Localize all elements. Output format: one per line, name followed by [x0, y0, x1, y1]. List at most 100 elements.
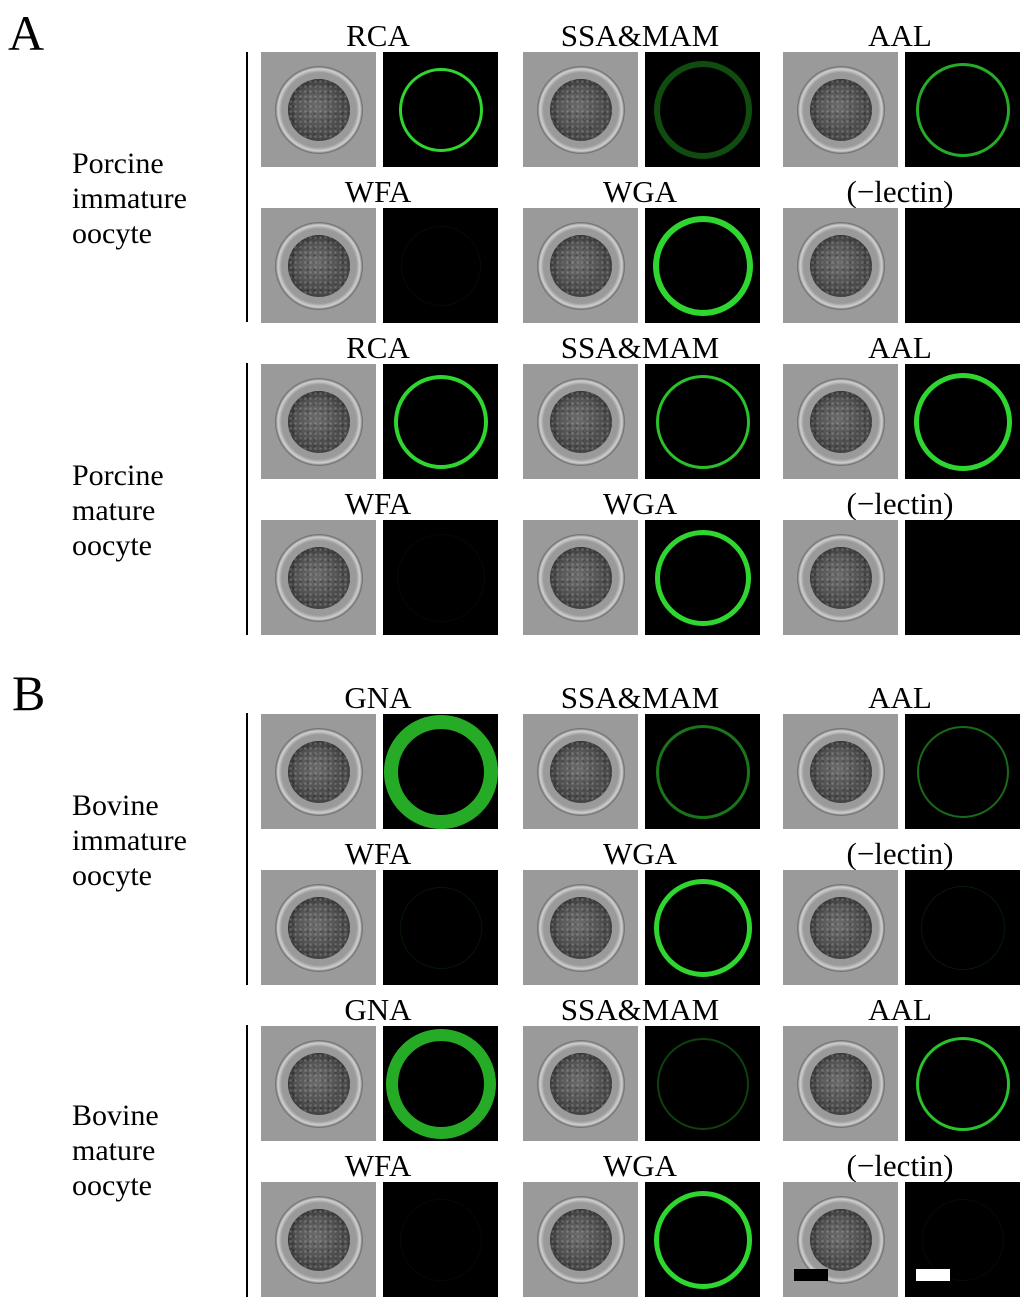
cytoplasm-texture	[549, 740, 612, 803]
cytoplasm-texture	[809, 234, 872, 297]
brightfield-image	[261, 520, 376, 635]
lectin-label: (−lectin)	[846, 486, 954, 521]
oocyte-cytoplasm	[809, 78, 872, 141]
zona-fluorescence-ring	[915, 1036, 1010, 1131]
lectin-label: SSA&MAM	[560, 992, 720, 1027]
zona-fluorescence-ring	[916, 725, 1009, 818]
oocyte-cytoplasm	[287, 234, 350, 297]
lectin-label: (−lectin)	[846, 1148, 954, 1183]
oocyte-cytoplasm	[287, 1208, 350, 1271]
lectin-label: RCA	[346, 18, 410, 53]
lectin-label: SSA&MAM	[560, 18, 720, 53]
cytoplasm-texture	[809, 546, 872, 609]
group-divider-line	[246, 363, 248, 635]
brightfield-image	[261, 1026, 376, 1141]
cytoplasm-texture	[809, 390, 872, 453]
lectin-label: (−lectin)	[846, 174, 954, 209]
zona-fluorescence-ring	[653, 878, 752, 977]
panel-letter: B	[12, 665, 46, 721]
cytoplasm-texture	[809, 1052, 872, 1115]
group-label-line: Porcine	[72, 147, 164, 180]
lectin-label: AAL	[868, 992, 932, 1027]
zona-fluorescence-ring	[652, 215, 753, 316]
cytoplasm-texture	[287, 740, 350, 803]
zona-fluorescence-ring	[655, 724, 750, 819]
fluorescence-image	[645, 520, 760, 635]
brightfield-image	[783, 1026, 898, 1141]
scale-bar	[794, 1269, 828, 1281]
zona-fluorescence-ring	[399, 1198, 482, 1281]
zona-fluorescence-ring	[655, 374, 750, 469]
lectin-label: WFA	[344, 836, 412, 871]
lectin-label: GNA	[344, 992, 412, 1027]
group-label-line: immature	[72, 182, 187, 215]
brightfield-image	[783, 520, 898, 635]
group-divider-line	[246, 713, 248, 985]
fluorescence-image	[905, 714, 1020, 829]
fluorescence-image	[383, 52, 498, 167]
group-divider-line	[246, 1025, 248, 1297]
fluorescence-image	[905, 208, 1020, 323]
zona-fluorescence-ring	[920, 885, 1005, 970]
oocyte-cytoplasm	[809, 740, 872, 803]
brightfield-image	[783, 714, 898, 829]
fluorescence-image	[905, 364, 1020, 479]
cytoplasm-texture	[287, 1052, 350, 1115]
fluorescence-image	[905, 1026, 1020, 1141]
brightfield-image	[523, 1026, 638, 1141]
zona-fluorescence-ring	[396, 533, 485, 622]
cytoplasm-texture	[549, 1208, 612, 1271]
brightfield-image	[523, 1182, 638, 1297]
lectin-label: WGA	[602, 1148, 678, 1183]
group-label-line: oocyte	[72, 859, 152, 892]
fluorescence-image	[905, 520, 1020, 635]
oocyte-cytoplasm	[549, 896, 612, 959]
group-label-line: mature	[72, 494, 156, 527]
fluorescence-image	[383, 208, 498, 323]
oocyte-cytoplasm	[287, 896, 350, 959]
oocyte-cytoplasm	[809, 390, 872, 453]
fluorescence-image	[905, 1182, 1020, 1297]
oocyte-cytoplasm	[287, 1052, 350, 1115]
fluorescence-image	[383, 364, 498, 479]
lectin-label: WGA	[602, 174, 678, 209]
brightfield-image	[523, 520, 638, 635]
fluorescence-image	[645, 1026, 760, 1141]
oocyte-cytoplasm	[549, 1052, 612, 1115]
fluorescence-image	[645, 208, 760, 323]
oocyte-cytoplasm	[549, 740, 612, 803]
fluorescence-image	[645, 52, 760, 167]
zona-fluorescence-ring	[393, 374, 488, 469]
brightfield-image	[783, 870, 898, 985]
zona-fluorescence-ring	[921, 1198, 1004, 1281]
group-label-line: Bovine	[72, 1099, 159, 1132]
lectin-label: WFA	[344, 1148, 412, 1183]
brightfield-image	[523, 870, 638, 985]
group-label-line: oocyte	[72, 1169, 152, 1202]
oocyte-cytoplasm	[549, 390, 612, 453]
lectin-label: WFA	[344, 174, 412, 209]
oocyte-cytoplasm	[809, 546, 872, 609]
zona-fluorescence-ring	[399, 886, 482, 969]
brightfield-image	[261, 714, 376, 829]
fluorescence-image	[905, 52, 1020, 167]
cytoplasm-texture	[549, 234, 612, 297]
oocyte-cytoplasm	[549, 1208, 612, 1271]
brightfield-image	[523, 52, 638, 167]
cytoplasm-texture	[809, 78, 872, 141]
brightfield-image	[783, 364, 898, 479]
cytoplasm-texture	[809, 740, 872, 803]
oocyte-cytoplasm	[287, 740, 350, 803]
oocyte-cytoplasm	[549, 234, 612, 297]
fluorescence-image	[645, 870, 760, 985]
fluorescence-image	[383, 1026, 498, 1141]
cytoplasm-texture	[287, 234, 350, 297]
zona-fluorescence-ring	[653, 60, 752, 159]
oocyte-cytoplasm	[287, 546, 350, 609]
oocyte-cytoplasm	[549, 546, 612, 609]
lectin-label: AAL	[868, 330, 932, 365]
